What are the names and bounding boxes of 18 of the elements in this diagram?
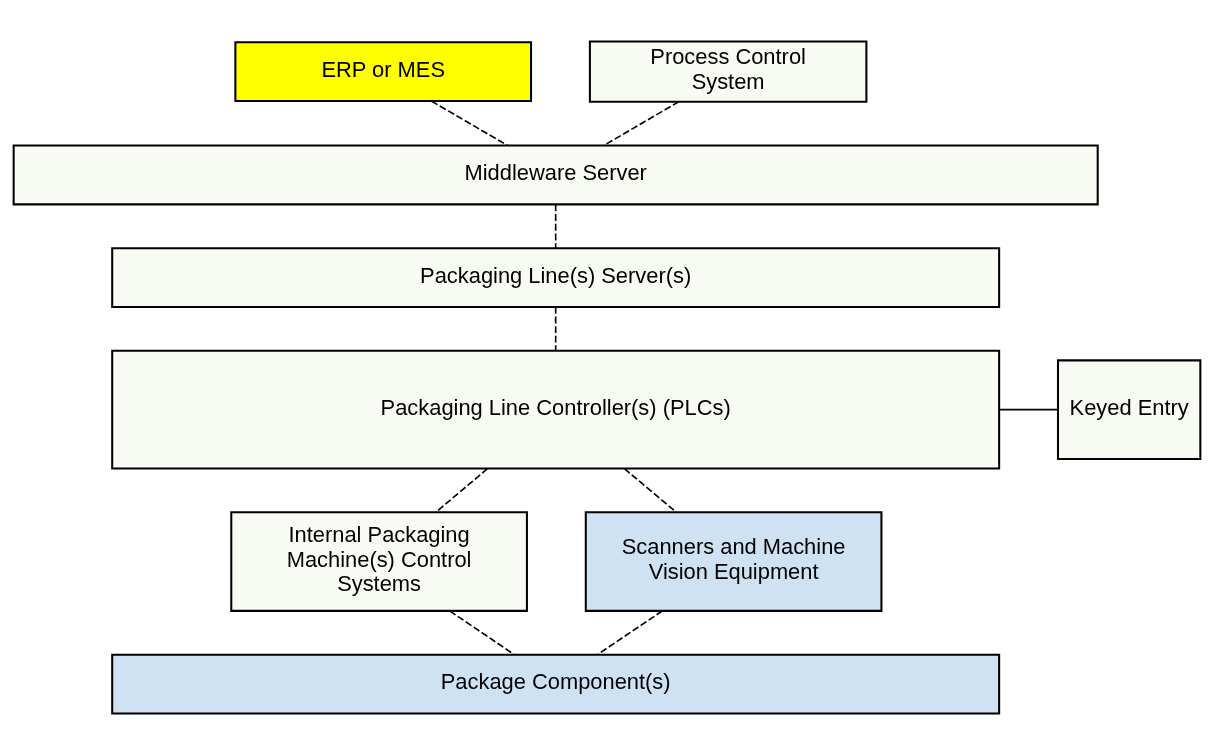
connector <box>430 100 509 147</box>
node-box: Internal Packaging Machine(s) Control Systems <box>230 511 528 612</box>
node-box: Keyed Entry <box>1056 359 1202 460</box>
node-box: Middleware Server <box>12 144 1099 206</box>
connector <box>554 306 557 352</box>
connector <box>998 408 1059 411</box>
node-box: Process Control System <box>588 40 868 103</box>
node-box: ERP or MES <box>234 41 533 103</box>
connector <box>435 467 489 513</box>
node-box: Packaging Line(s) Server(s) <box>111 247 1001 309</box>
connector <box>623 467 677 513</box>
node-box: Scanners and Machine Vision Equipment <box>584 511 883 612</box>
connector <box>597 610 664 656</box>
connector <box>603 100 680 147</box>
connector <box>554 203 557 249</box>
connector <box>449 610 515 656</box>
node-box: Package Component(s) <box>111 653 1001 715</box>
node-box: Packaging Line Controller(s) (PLCs) <box>111 349 1001 470</box>
